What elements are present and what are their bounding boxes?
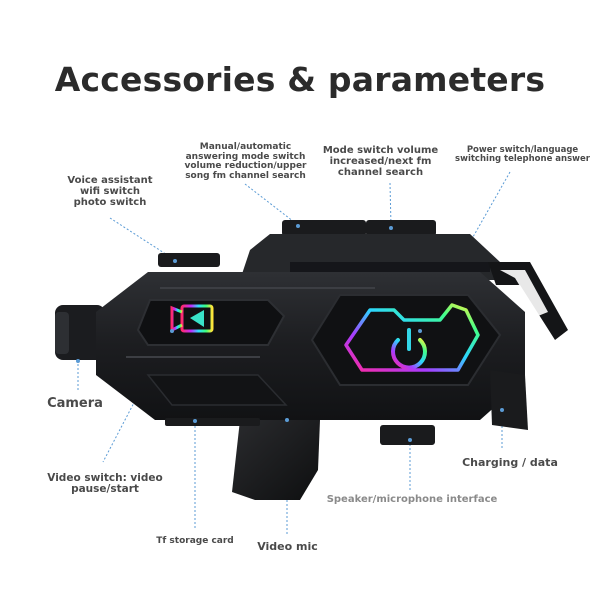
label-power-switch: Power switch/language switching telephon…	[455, 145, 590, 165]
charging-port	[490, 370, 528, 430]
power-button-outline	[344, 303, 480, 372]
label-video-mic: Video mic	[257, 540, 318, 553]
grip	[232, 420, 320, 500]
label-manual-auto-answer: Manual/automatic answering mode switch v…	[184, 142, 307, 182]
label-voice-assistant: Voice assistant wifi switch photo switch	[67, 175, 153, 208]
label-video-switch: Video switch: video pause/start	[47, 472, 163, 496]
label-camera: Camera	[47, 396, 103, 411]
label-tf-storage-card: Tf storage card	[156, 536, 234, 546]
label-mode-switch: Mode switch volume increased/next fm cha…	[322, 145, 439, 178]
label-charging-data: Charging / data	[462, 456, 558, 469]
power-icon	[391, 328, 427, 370]
speaker-mic-port	[380, 425, 435, 445]
mode-switch-button	[366, 220, 436, 236]
manual-auto-button	[282, 220, 366, 236]
video-camera-icon	[170, 304, 214, 333]
tf-card-slot	[165, 418, 260, 426]
voice-assistant-button	[158, 253, 220, 267]
label-speaker-microphone-interface: Speaker/microphone interface	[326, 494, 498, 505]
page-title: Accessories & parameters	[54, 60, 546, 99]
